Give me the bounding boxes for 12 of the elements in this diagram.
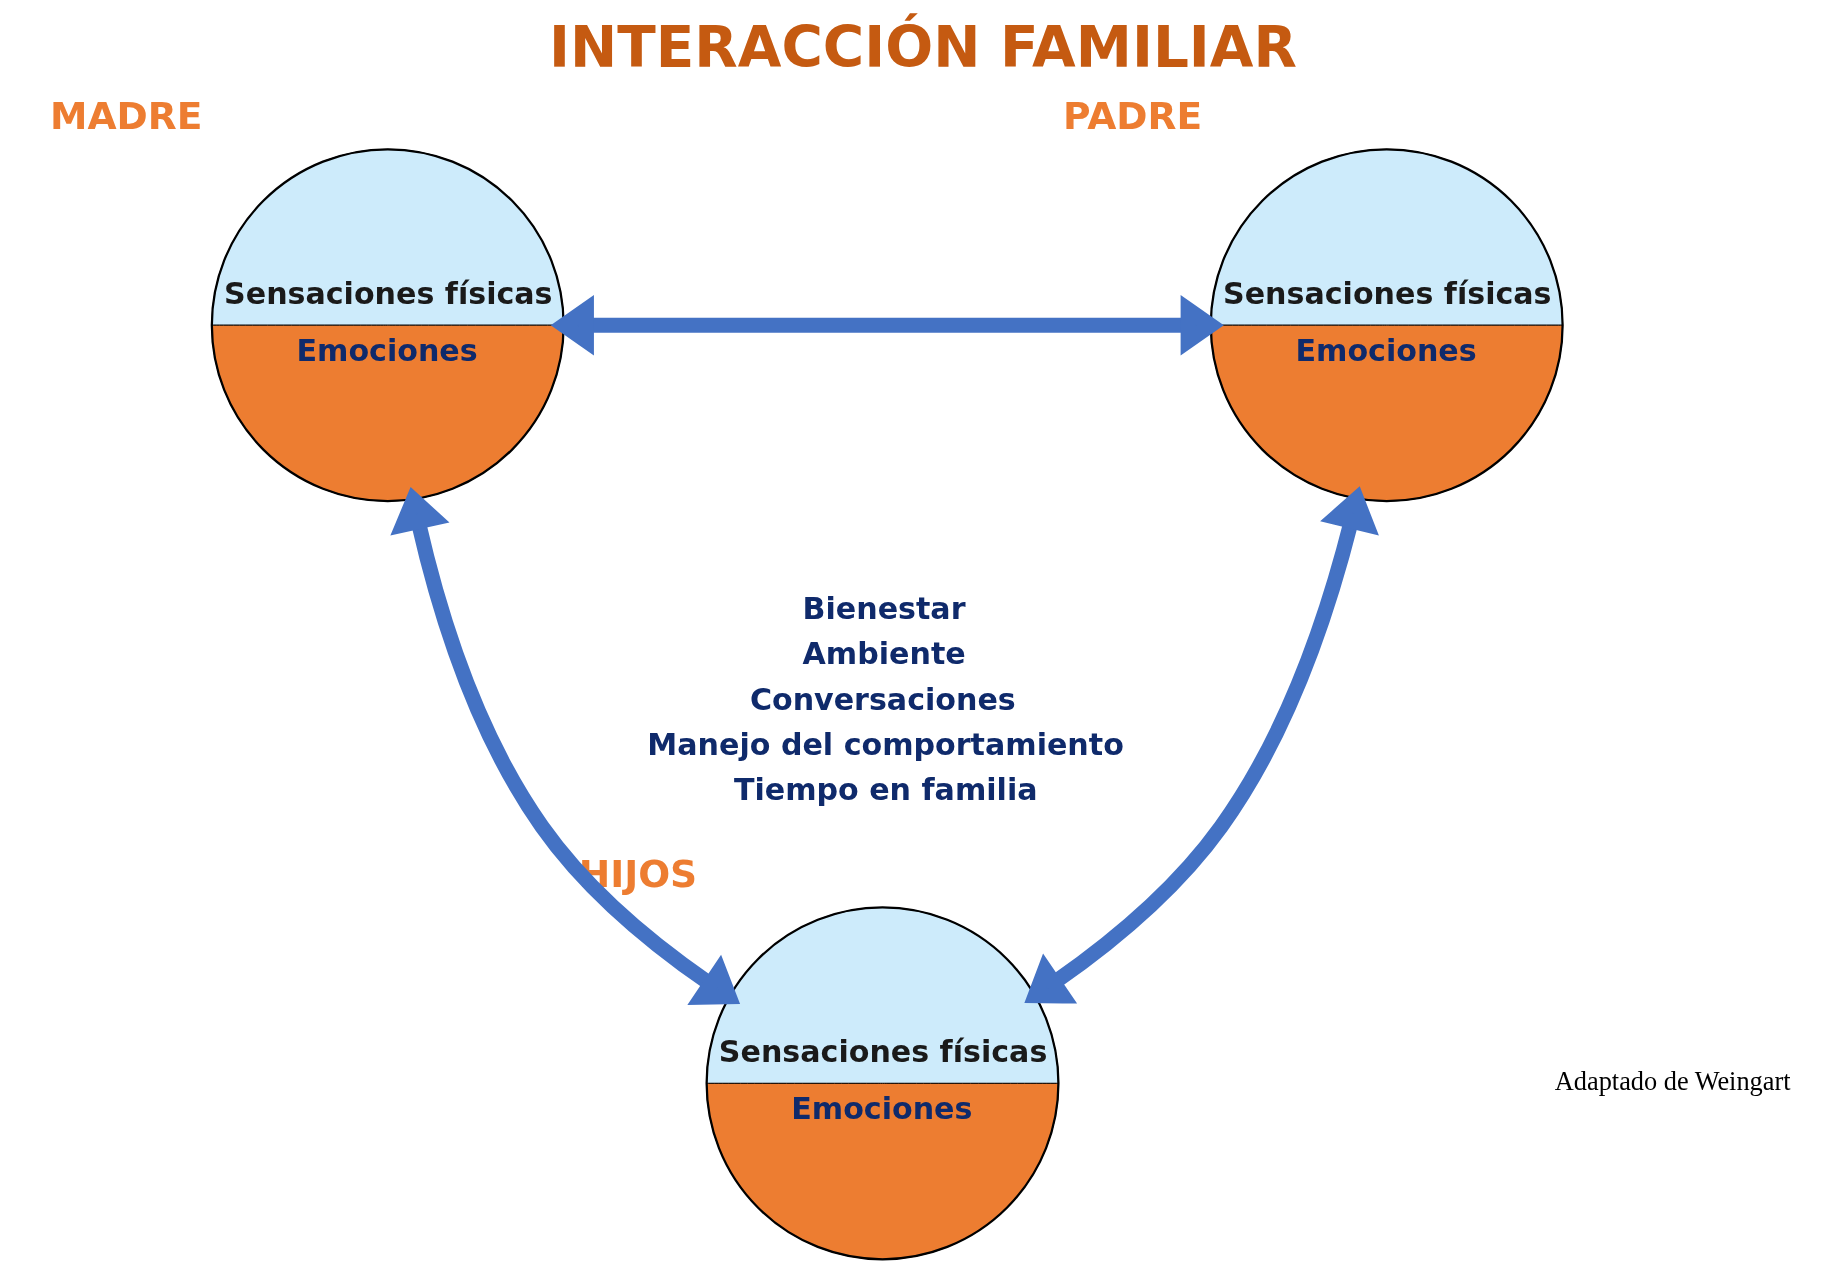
arrow bbox=[550, 294, 1224, 356]
label: Bienestar bbox=[802, 591, 966, 627]
label: Tiempo en familia bbox=[733, 771, 1038, 807]
arrow bbox=[1023, 486, 1379, 1004]
label: Conversaciones bbox=[749, 681, 1016, 717]
arrow bbox=[389, 486, 740, 1006]
node-label: MADRE bbox=[49, 93, 202, 138]
label: Ambiente bbox=[802, 636, 966, 672]
node-label: PADRE bbox=[1062, 93, 1202, 138]
caption: Adaptado de Weingart bbox=[1554, 1067, 1791, 1097]
diagram-title: INTERACCIÓN FAMILIAR bbox=[548, 14, 1297, 80]
label: Manejo del comportamiento bbox=[646, 726, 1124, 762]
